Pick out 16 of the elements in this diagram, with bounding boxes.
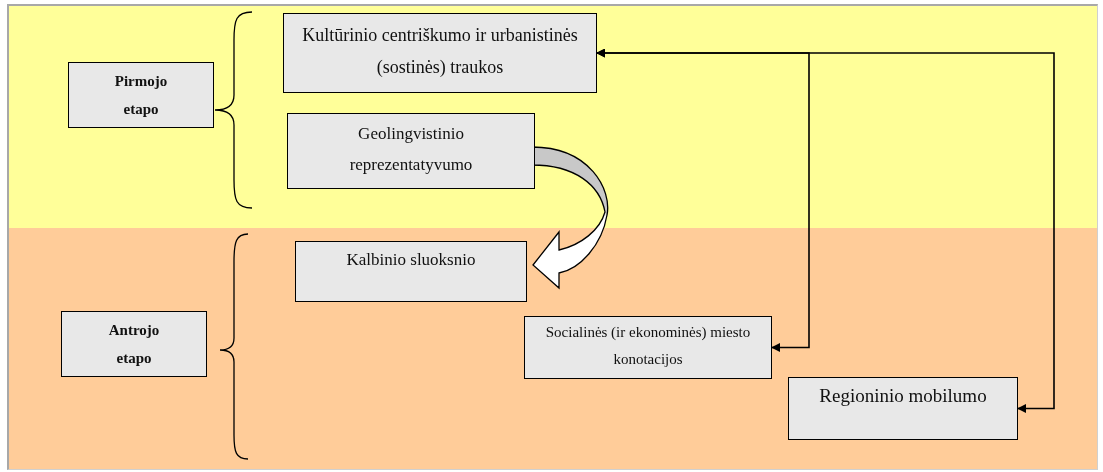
concept-box — [283, 13, 597, 93]
concept-box — [788, 377, 1018, 440]
box-label: Regioninio mobilumo — [819, 384, 987, 408]
box-label: Kultūrinio centriškumo ir urbanistinės (sostinės) traukos — [301, 24, 579, 79]
concept-box — [295, 241, 527, 302]
box-label: Antrojo etapo — [107, 320, 161, 368]
stage-box — [61, 311, 207, 377]
concept-box — [524, 316, 772, 379]
box-label: Pirmojo etapo — [113, 71, 169, 119]
curved-block-arrow — [531, 146, 609, 289]
box-label: Kalbinio sluoksnio — [346, 249, 476, 271]
concept-box — [287, 113, 535, 189]
box-label: Socialinės (ir ekonominės) miesto konotacijos — [544, 323, 752, 369]
box-label: Geolingvistinio reprezentatyvumo — [348, 123, 474, 177]
stage-box — [68, 62, 214, 128]
arrow — [596, 48, 1055, 413]
